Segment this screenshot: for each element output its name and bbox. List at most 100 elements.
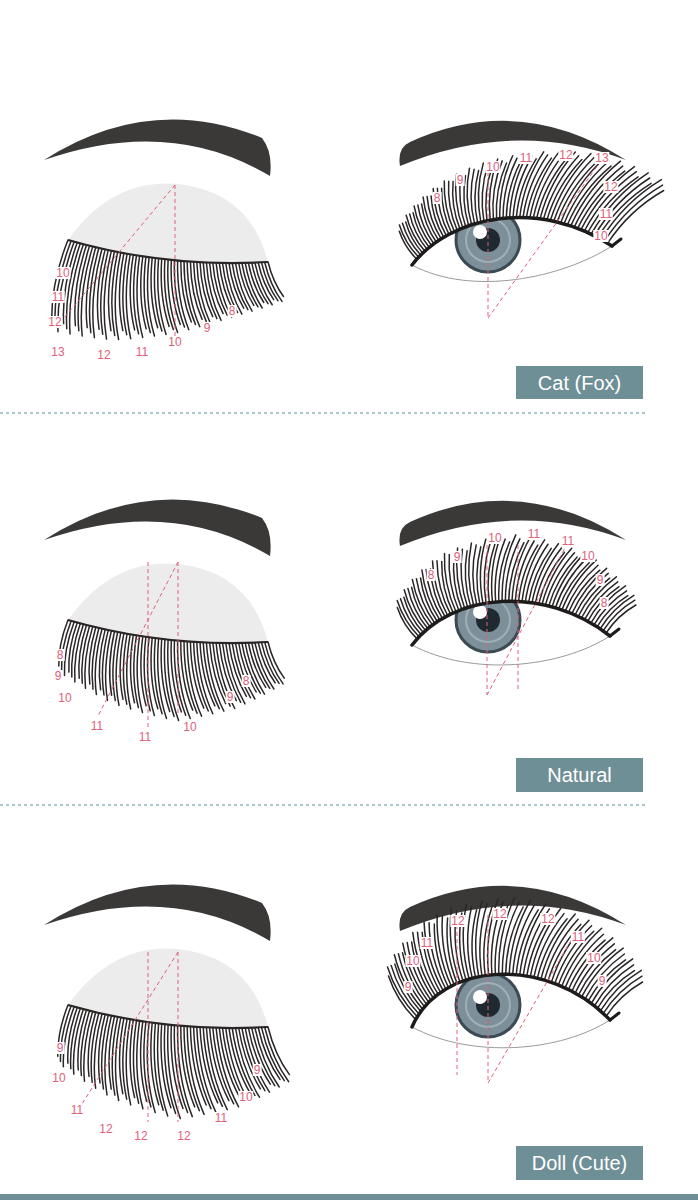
length-number: 10 [57,692,72,704]
length-number: 10 [580,550,595,562]
eyelash [600,595,634,629]
length-number: 8 [600,597,609,609]
length-number: 11 [571,931,585,943]
eyelash [597,596,628,627]
length-number: 9 [203,322,212,334]
length-number: 9 [56,1042,65,1054]
eyelash [265,262,282,301]
lash-line [68,620,268,643]
length-number: 12 [603,181,618,193]
eyelash [397,608,417,639]
eyelash [62,621,72,671]
length-number: 11 [138,731,152,743]
eyelash [608,191,664,244]
length-number: 10 [182,721,197,733]
eyebrow [44,884,271,941]
style-tag: Doll (Cute) [516,1146,643,1180]
eyelash [600,970,641,1011]
eyelash [398,954,424,1007]
length-number: 10 [405,955,420,967]
length-number: 13 [594,152,609,164]
upper-lid-line [412,601,610,645]
eyelash [265,642,283,684]
mapping-guide [178,952,179,1122]
length-number: 9 [404,981,413,993]
eye-wing [612,239,621,246]
length-number: 9 [596,574,605,586]
length-number: 11 [599,208,613,220]
eyelash [268,262,284,297]
eyelash [255,643,274,689]
style-name: Natural [547,765,611,785]
length-number: 12 [492,908,507,920]
length-number: 11 [214,1112,228,1124]
eye-section [44,499,636,728]
eyelash [606,605,636,633]
length-number: 12 [558,149,573,161]
length-number: 8 [242,675,251,687]
eye-wing [610,1013,619,1020]
mapping-guide [518,545,519,692]
mapping-guide [148,562,149,728]
eyelash [109,1016,115,1089]
length-number: 11 [90,720,104,732]
length-number: 12 [98,1123,113,1135]
bottom-bar [0,1194,698,1200]
length-number: 10 [51,1072,66,1084]
length-number: 8 [433,192,442,204]
lash-line [68,240,268,263]
mapping-guide [488,932,576,1083]
section-divider [0,412,645,413]
mapping-guide [488,165,489,318]
length-number: 11 [561,535,575,547]
length-number: 12 [133,1130,148,1142]
eye-section [44,884,643,1122]
mapping-guide [148,952,149,1122]
upper-lid-line [412,974,610,1027]
mapping-guide [178,562,179,716]
mapping-guide [488,165,598,318]
length-number: 11 [420,937,434,949]
length-number: 10 [593,230,608,242]
length-number: 12 [450,915,465,927]
eyelash [606,982,642,1016]
length-number: 11 [519,152,533,164]
length-number: 8 [228,305,237,317]
length-number: 11 [70,1104,84,1116]
eye-wing [610,629,619,636]
eyebrow [44,499,271,556]
length-number: 9 [253,1064,262,1076]
lash-line [68,1005,268,1028]
mapping-guide [487,546,566,695]
eyelash [594,591,627,625]
eye-highlight [473,225,487,239]
upper-lid-line [412,218,612,265]
length-number: 9 [598,975,607,987]
eyebrow [399,886,626,931]
mapping-guide [82,952,178,1104]
length-number: 11 [135,346,149,358]
style-name: Cat (Fox) [538,373,621,393]
length-number: 12 [540,913,555,925]
eyelash [603,976,642,1013]
eyelash [471,169,475,224]
length-number: 13 [50,346,65,358]
length-number: 9 [226,691,235,703]
eyelash [268,1027,289,1075]
style-name: Doll (Cute) [532,1153,628,1173]
eyelash [394,955,422,1009]
length-number: 10 [487,532,502,544]
length-number: 10 [586,952,601,964]
length-number: 11 [527,528,541,540]
length-number: 12 [47,316,62,328]
eyelash [484,542,490,604]
length-number: 12 [96,349,111,361]
style-tag: Natural [516,758,643,792]
length-number: 9 [456,174,465,186]
mapping-guide [487,545,488,695]
length-number: 10 [238,1091,253,1103]
length-number: 8 [56,649,65,661]
section-divider [0,804,645,805]
eyelash [94,1014,102,1088]
